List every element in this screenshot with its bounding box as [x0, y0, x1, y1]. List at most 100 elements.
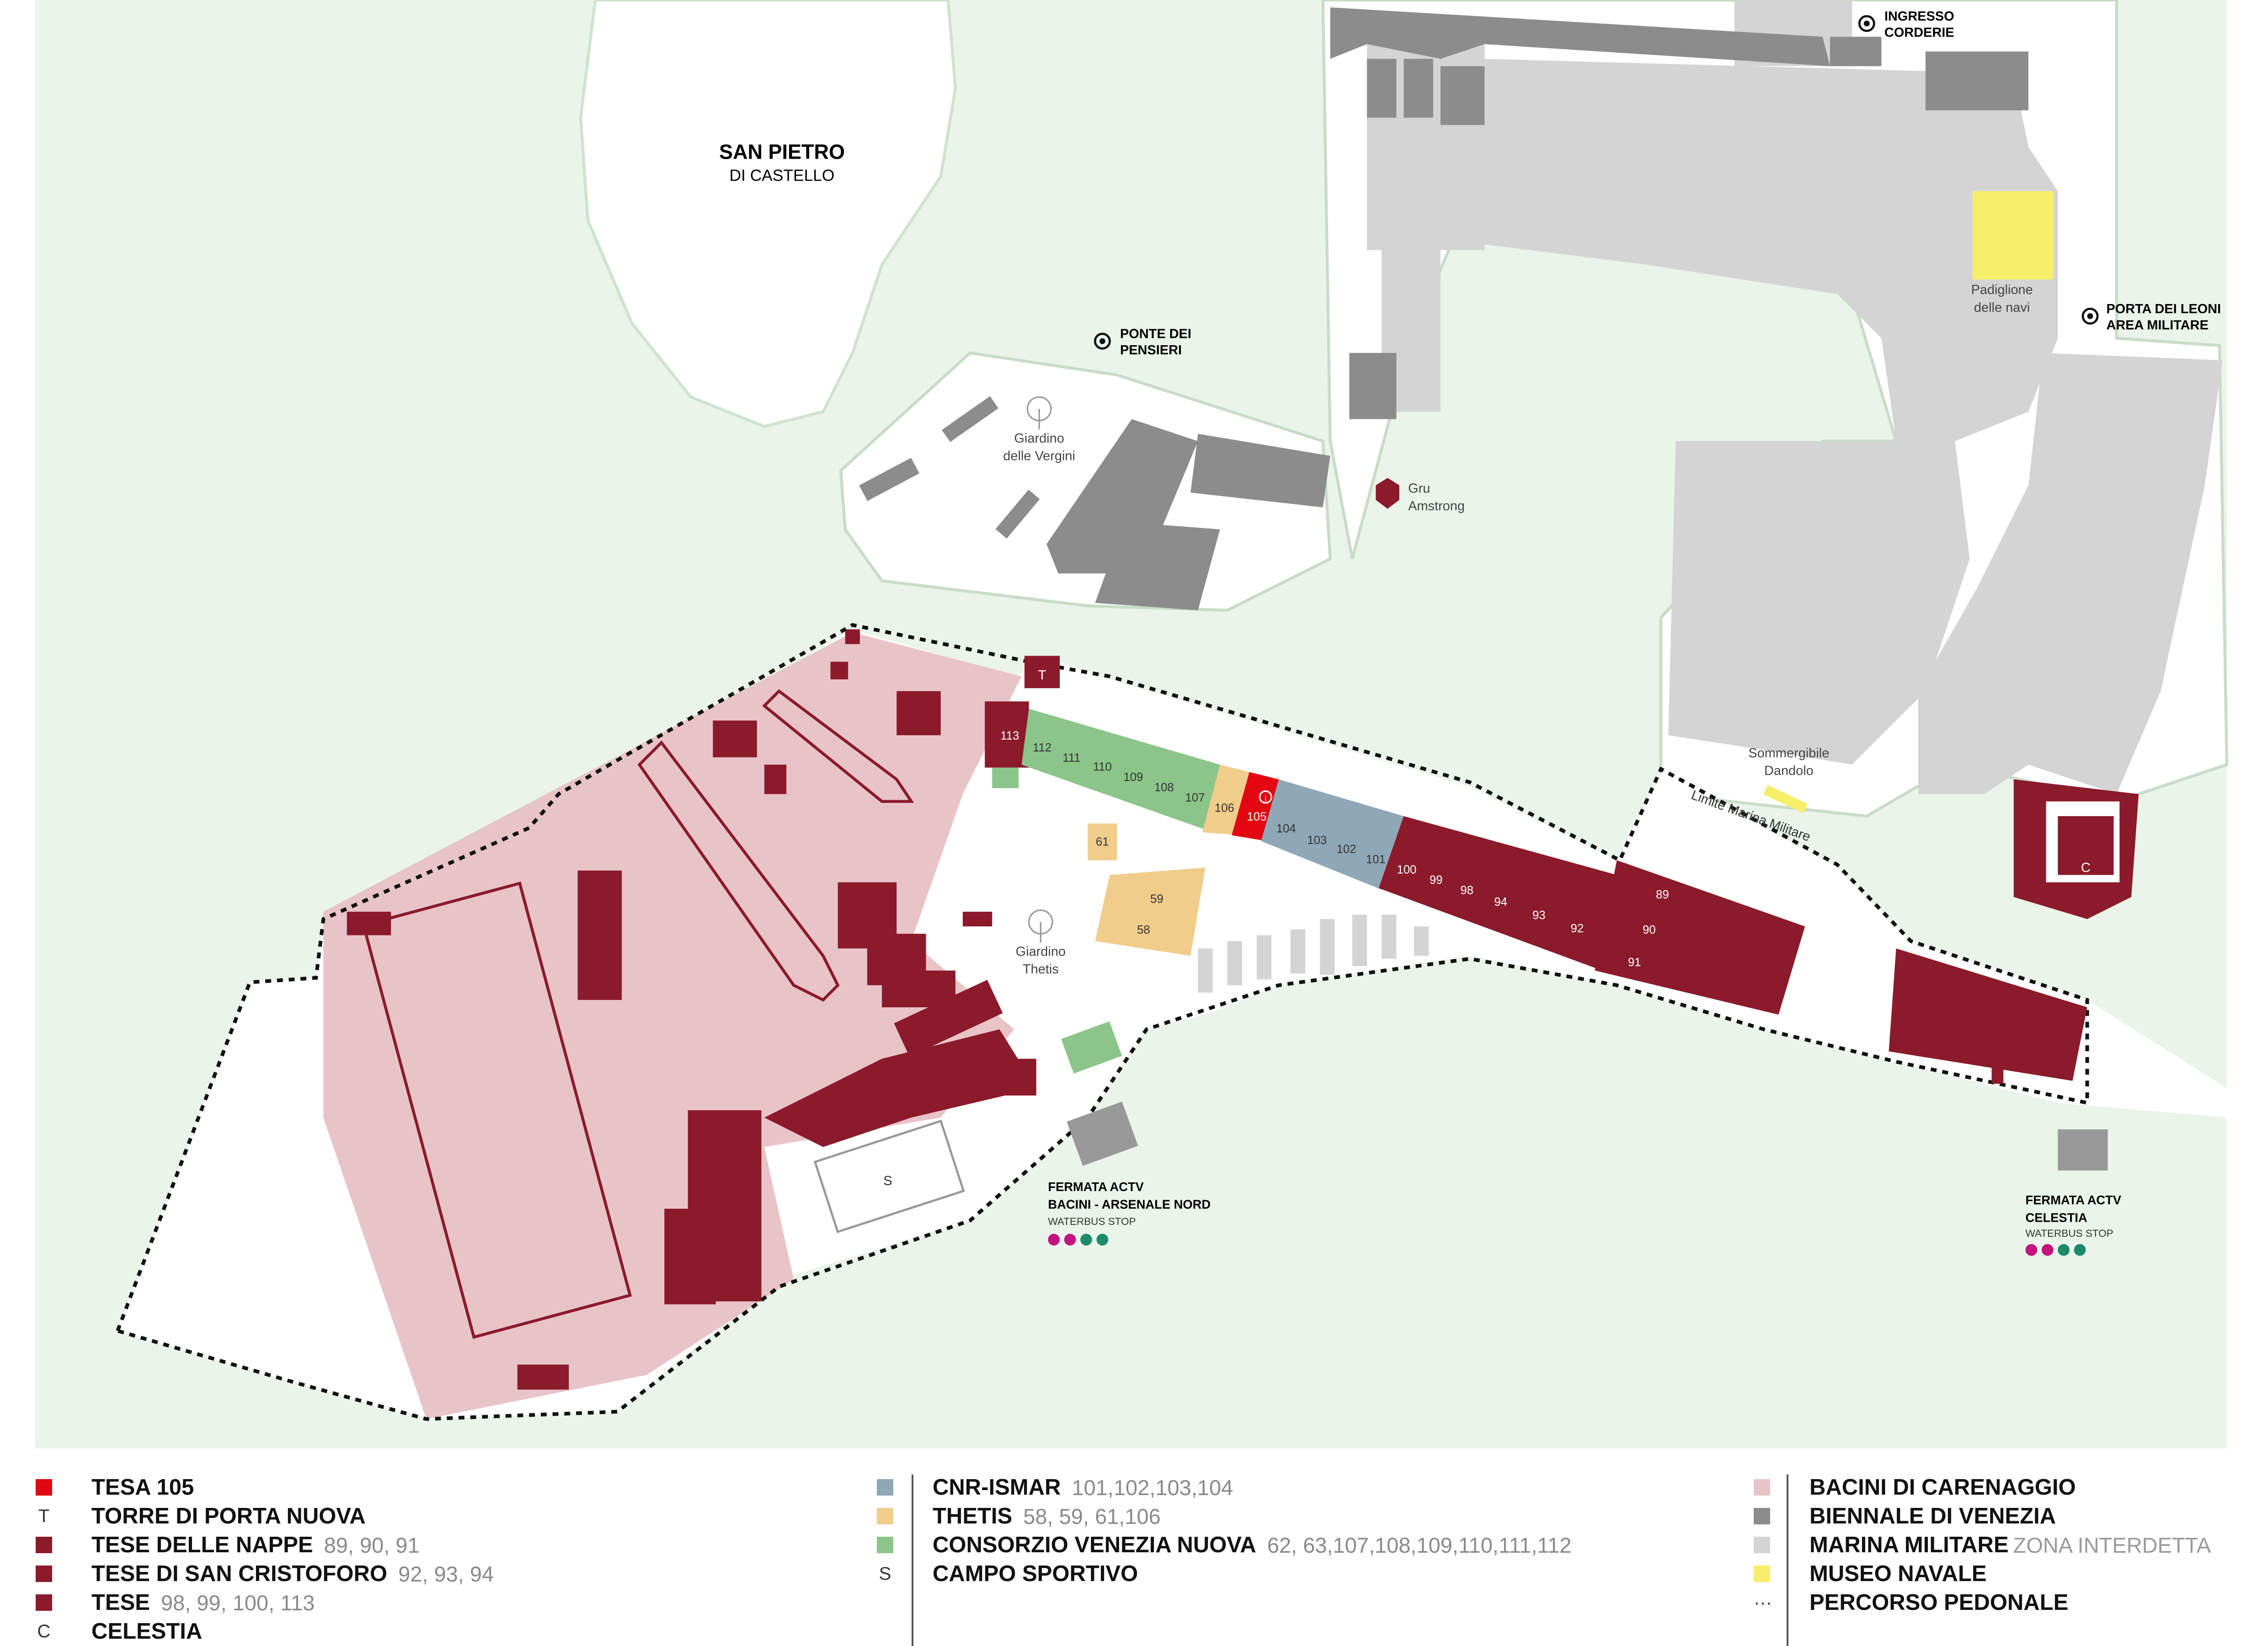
building-100[interactable]: 100 — [1397, 863, 1416, 876]
legend-swatch — [36, 1594, 52, 1611]
legend-item: BIENNALE DI VENEZIA — [1754, 1503, 2056, 1529]
label-torre: T — [1038, 668, 1046, 683]
label-san-pietro: SAN PIETRO — [719, 140, 845, 163]
marina-militare-area — [1367, 0, 2223, 794]
san-pietro-island — [579, 0, 957, 428]
building-112[interactable]: 112 — [1033, 741, 1051, 754]
label-sommergibile-2: Dandolo — [1764, 764, 1814, 778]
legend-letter: C — [37, 1621, 51, 1641]
thetis-area — [992, 767, 1206, 1074]
legend-swatch — [1754, 1508, 1770, 1524]
legend-building-ids: 92, 93, 94 — [398, 1561, 494, 1586]
legend-label: CONSORZIO VENEZIA NUOVA — [933, 1533, 1256, 1557]
building-113[interactable]: 113 — [1000, 730, 1019, 743]
ingresso-corderie-icon — [1858, 15, 1875, 32]
ponte-pensieri-icon — [1094, 332, 1111, 350]
legend-item: TESA 105 — [36, 1475, 194, 1500]
building-103[interactable]: 103 — [1307, 834, 1327, 847]
waterbus-stop-bacini[interactable] — [1067, 1101, 1138, 1166]
label-padiglione-2: delle navi — [1974, 300, 2030, 315]
biennale-area — [859, 7, 2028, 610]
building-106[interactable]: 106 — [1215, 802, 1234, 814]
legend-label: CNR-ISMAR — [933, 1475, 1061, 1500]
legend-label: CAMPO SPORTIVO — [933, 1561, 1138, 1586]
label-vergini-2: delle Vergini — [1003, 449, 1075, 464]
legend-swatch — [1754, 1537, 1770, 1553]
porta-leoni-icon — [2081, 307, 2099, 325]
building-107[interactable]: 107 — [1185, 791, 1205, 804]
label-campo: S — [883, 1174, 892, 1188]
grey-sheds — [1198, 914, 1429, 993]
legend-swatch — [877, 1508, 893, 1524]
label-ponte-1: PONTE DEI — [1120, 327, 1191, 342]
building-104[interactable]: 104 — [1276, 822, 1296, 835]
building-108[interactable]: 108 — [1154, 781, 1174, 794]
legend-swatch — [1754, 1479, 1770, 1496]
stop-bacini-lines — [1048, 1234, 1109, 1246]
thetis-side-buildings — [764, 912, 1036, 1147]
campo-sportivo[interactable] — [813, 1119, 965, 1234]
info-glyph: i — [1265, 794, 1266, 804]
building-91[interactable]: 91 — [1628, 956, 1641, 969]
legend-item: T TORRE DI PORTA NUOVA — [36, 1503, 366, 1529]
stop-bacini-sub: WATERBUS STOP — [1048, 1216, 1136, 1227]
bacini-buildings — [347, 629, 955, 1390]
torre-di-porta-nuova[interactable] — [1024, 656, 1060, 689]
building-101[interactable]: 101 — [1366, 853, 1386, 866]
legend-label: MUSEO NAVALE — [1809, 1561, 1987, 1586]
label-celestia-letter: C — [2081, 860, 2091, 875]
legend-label: BACINI DI CARENAGGIO — [1809, 1475, 2076, 1500]
building-99[interactable]: 99 — [1430, 874, 1443, 887]
label-gru-2: Amstrong — [1408, 499, 1465, 513]
label-ponte-2: PENSIERI — [1120, 343, 1182, 358]
building-89[interactable]: 89 — [1656, 888, 1669, 901]
legend-swatch — [877, 1537, 893, 1553]
label-thetis-1: Giardino — [1016, 944, 1066, 959]
legend-note: ZONA INTERDETTA — [2013, 1533, 2211, 1557]
stop-celestia-title-2: CELESTIA — [2025, 1211, 2087, 1225]
building-102[interactable]: 102 — [1337, 843, 1356, 855]
waterbus-stop-celestia[interactable] — [2058, 1129, 2108, 1171]
building-110[interactable]: 110 — [1093, 760, 1112, 773]
legend-item: ···PERCORSO PEDONALE — [1754, 1590, 2068, 1615]
building-92[interactable]: 92 — [1571, 922, 1584, 935]
legend-label: MARINA MILITARE — [1809, 1533, 2009, 1557]
sommergibile-marker — [1763, 785, 1808, 813]
legend-item: BACINI DI CARENAGGIO — [1754, 1475, 2076, 1500]
building-90[interactable]: 90 — [1643, 924, 1656, 936]
building-59[interactable]: 59 — [1150, 893, 1163, 906]
building-61[interactable]: 61 — [1096, 835, 1109, 848]
building-58[interactable]: 58 — [1137, 924, 1150, 936]
legend-letter: T — [38, 1506, 50, 1526]
building-109[interactable]: 109 — [1123, 771, 1143, 784]
building-98[interactable]: 98 — [1460, 884, 1473, 897]
label-di-castello: DI CASTELLO — [730, 167, 835, 185]
label-corderie-2: CORDERIE — [1884, 25, 1954, 40]
info-icon — [1259, 790, 1272, 804]
legend-label: TESE — [91, 1590, 150, 1615]
building-111[interactable]: 111 — [1062, 752, 1080, 764]
legend-label: BIENNALE DI VENEZIA — [1809, 1504, 2056, 1528]
legend-swatch — [1754, 1566, 1770, 1582]
label-corderie-1: INGRESSO — [1884, 9, 1954, 24]
label-sommergibile-1: Sommergibile — [1748, 746, 1829, 760]
legend-swatch — [877, 1479, 893, 1496]
building-105[interactable]: 105 — [1247, 811, 1267, 823]
pedestrian-path — [115, 623, 2089, 1421]
building-93[interactable]: 93 — [1532, 909, 1546, 922]
label-porta-leoni-1: PORTA DEI LEONI — [2106, 302, 2221, 316]
dotted-line-icon: ··· — [1754, 1592, 1772, 1613]
legend-label: TORRE DI PORTA NUOVA — [91, 1504, 366, 1528]
tese-strip — [985, 701, 2139, 1084]
building-94[interactable]: 94 — [1494, 896, 1507, 909]
gru-amstrong-marker — [1376, 478, 1399, 509]
